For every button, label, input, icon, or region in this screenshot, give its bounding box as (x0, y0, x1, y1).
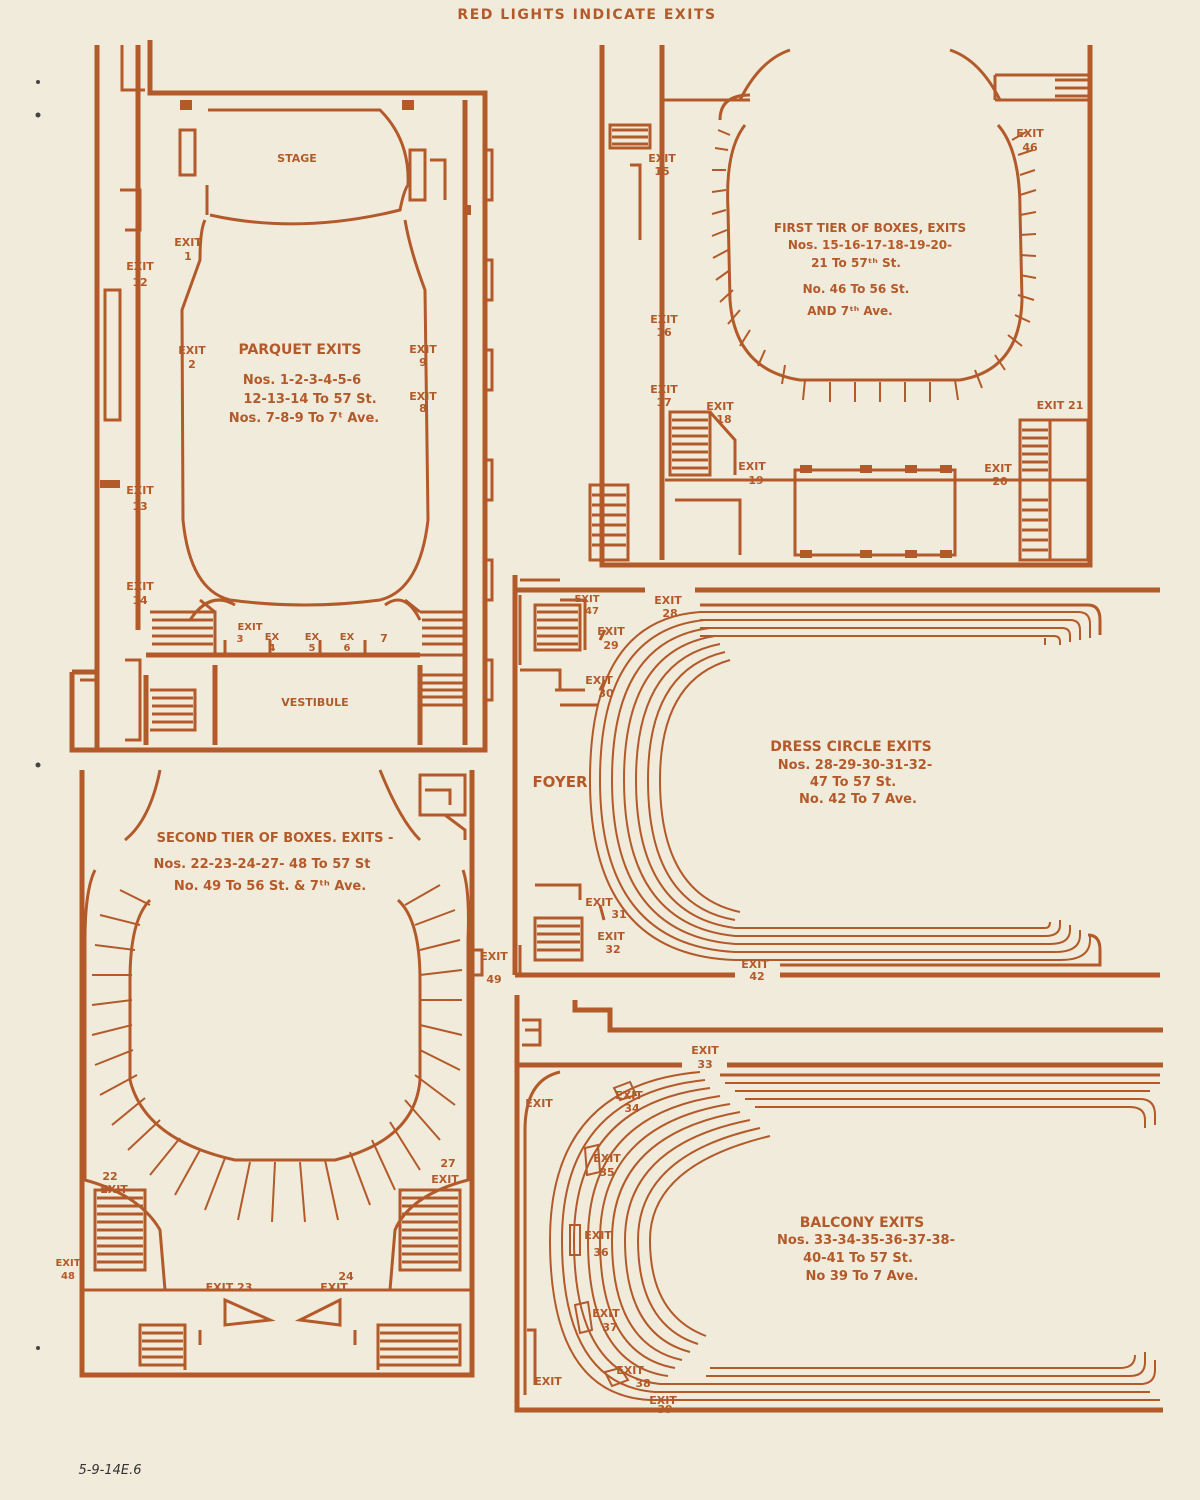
balcony-plan: BALCONY EXITS Nos. 33-34-35-36-37-38- 40… (514, 995, 1163, 1416)
parquet-line-2: 12-13-14 To 57 St. (243, 392, 376, 407)
balcony-exit-left-upper: EXIT (525, 1097, 553, 1110)
first-tier-line-2: 21 To 57ᵗʰ St. (811, 256, 901, 270)
balcony-line-2: 40-41 To 57 St. (803, 1251, 913, 1266)
second-tier-box-partitions (91, 884, 463, 1223)
first-tier-line-3: No. 46 To 56 St. (803, 282, 910, 296)
exit-21-label: EXIT 21 (1037, 399, 1084, 412)
parquet-line-1: Nos. 1-2-3-4-5-6 (243, 373, 361, 388)
dress-circle-title: DRESS CIRCLE EXITS (770, 739, 931, 755)
dress-circle-plan: FOYER DRESS CIRCLE EXITS Nos. 28-29-30-3… (512, 575, 1160, 983)
second-tier-line-2: No. 49 To 56 St. & 7ᵗʰ Ave. (174, 879, 366, 894)
parquet-title: PARQUET EXITS (238, 342, 361, 358)
binding-marks (35, 80, 41, 1350)
parquet-plan: STAGE VESTIBULE PARQUET EXITS Nos. 1-2-3… (69, 40, 494, 753)
dress-circle-tiers (588, 611, 1091, 961)
balcony-tiers (548, 1071, 1160, 1401)
vestibule-label: VESTIBULE (281, 696, 348, 709)
exit-7-label: 7 (380, 632, 388, 645)
stage-label: STAGE (277, 152, 317, 165)
first-tier-plan: FIRST TIER OF BOXES, EXITS Nos. 15-16-17… (588, 45, 1093, 568)
catalog-note: 5-9-14E.6 (78, 1463, 141, 1478)
first-tier-line-1: Nos. 15-16-17-18-19-20- (788, 238, 952, 252)
balcony-line-1: Nos. 33-34-35-36-37-38- (777, 1233, 955, 1248)
first-tier-line-4: AND 7ᵗʰ Ave. (807, 304, 893, 318)
first-tier-title: FIRST TIER OF BOXES, EXITS (774, 221, 966, 235)
dress-circle-line-3: No. 42 To 7 Ave. (799, 792, 917, 807)
second-tier-plan: SECOND TIER OF BOXES. EXITS - Nos. 22-23… (55, 769, 508, 1378)
second-tier-line-1: Nos. 22-23-24-27- 48 To 57 St (154, 857, 371, 872)
parquet-line-3: Nos. 7-8-9 To 7ᵗ Ave. (229, 411, 380, 426)
balcony-exit-left-lower: EXIT (534, 1375, 562, 1388)
exit-23-label: EXIT 23 (206, 1281, 253, 1294)
balcony-line-3: No 39 To 7 Ave. (806, 1269, 919, 1284)
first-tier-box-partitions (711, 129, 1037, 402)
header-title: RED LIGHTS INDICATE EXITS (457, 7, 716, 23)
foyer-label: FOYER (532, 773, 588, 791)
dress-circle-line-2: 47 To 57 St. (810, 775, 896, 790)
dress-circle-line-1: Nos. 28-29-30-31-32- (778, 758, 932, 773)
second-tier-title: SECOND TIER OF BOXES. EXITS - (157, 831, 394, 846)
balcony-title: BALCONY EXITS (800, 1215, 925, 1231)
